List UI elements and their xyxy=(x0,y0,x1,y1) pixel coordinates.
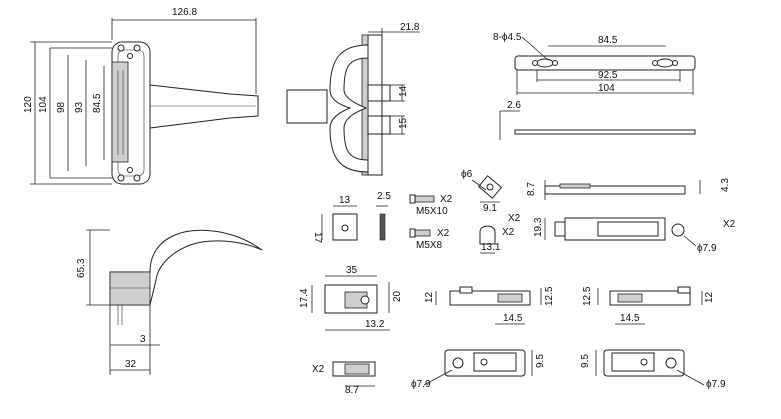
rod-qty: X2 xyxy=(723,219,736,230)
slot-right-9-5: 9.5 xyxy=(580,354,591,368)
strike-left-12-5: 12.5 xyxy=(544,286,555,306)
screw2-qty: X2 xyxy=(437,228,450,239)
handle-bottom-view: 65.3 3 32 xyxy=(76,229,263,375)
roller-view: ϕ6 9.1 X2 13.1 X2 xyxy=(461,169,521,254)
dim-17-4: 17.4 xyxy=(299,288,310,308)
slot-plate-left-view: ϕ7.9 9.5 xyxy=(411,349,546,390)
strike-left-view: 12 12.5 14.5 xyxy=(424,286,555,325)
cap-qty: X2 xyxy=(502,227,515,238)
dim-17: 17 xyxy=(312,232,323,244)
dim-92-5: 92.5 xyxy=(598,70,618,81)
slot-left-9-5: 9.5 xyxy=(535,354,546,368)
dim-13-1: 13.1 xyxy=(481,242,501,253)
dim-8-7: 8.7 xyxy=(526,182,537,196)
screw1-size: M5X10 xyxy=(416,206,448,217)
clip-8-7: 8.7 xyxy=(345,385,359,396)
dim-126-8: 126.8 xyxy=(172,7,197,18)
dim-21-8: 21.8 xyxy=(400,22,420,33)
dim-104-plate: 104 xyxy=(598,83,615,94)
dim-14: 14 xyxy=(398,85,409,97)
hole-spec: 8-ϕ4.5 xyxy=(493,32,522,43)
dim-65-3: 65.3 xyxy=(76,258,87,278)
handle-lever xyxy=(149,84,259,129)
screw2-size: M5X8 xyxy=(416,240,443,251)
handle-front-view: 126.8 120 104 98 93 84.5 xyxy=(23,7,259,185)
dim-93: 93 xyxy=(74,101,85,113)
rod-phi-7-9: ϕ7.9 xyxy=(697,243,717,254)
dim-13: 13 xyxy=(339,195,351,206)
dim-15: 15 xyxy=(398,117,409,129)
dim-104: 104 xyxy=(38,96,49,113)
strike-right-12: 12 xyxy=(704,291,715,303)
side-lever-curve xyxy=(329,44,369,173)
roller-phi6: ϕ6 xyxy=(461,169,473,180)
strike-right-14-5: 14.5 xyxy=(620,313,640,324)
side-knob xyxy=(286,89,328,124)
screws-view: X2 M5X10 X2 M5X8 xyxy=(409,194,453,251)
rod-guide-hole xyxy=(671,223,685,237)
rod-guide-view: 8.7 4.3 19.3 ϕ7.9 X2 xyxy=(526,178,736,254)
bracket-side xyxy=(379,213,386,241)
slot-right-phi: ϕ7.9 xyxy=(706,379,726,390)
clip-qty: X2 xyxy=(312,364,325,375)
dim-84-5-plate: 84.5 xyxy=(598,35,618,46)
strike-right-12-5: 12.5 xyxy=(582,286,593,306)
small-bracket-view: 13 2.5 17 xyxy=(312,191,391,244)
dim-32: 32 xyxy=(125,359,137,370)
base-plate-view: 8-ϕ4.5 84.5 92.5 104 2.6 xyxy=(493,32,696,140)
dim-13-2: 13.2 xyxy=(365,319,385,330)
dim-84-5: 84.5 xyxy=(92,93,103,113)
keeper-view: 35 17.4 20 13.2 xyxy=(299,265,403,331)
strike-left-14-5: 14.5 xyxy=(503,313,523,324)
slot-plate-right-view: 9.5 ϕ7.9 xyxy=(580,349,726,390)
cap-body xyxy=(479,225,496,245)
dim-98: 98 xyxy=(56,101,67,113)
screw1-qty: X2 xyxy=(440,194,453,205)
slot-left-phi: ϕ7.9 xyxy=(411,379,431,390)
base-plate-side xyxy=(514,129,696,135)
dim-2-5: 2.5 xyxy=(377,191,391,202)
dim-20: 20 xyxy=(392,290,403,302)
side-plate xyxy=(367,34,383,176)
handle-side-view: 21.8 14 15 xyxy=(286,22,420,176)
dim-35: 35 xyxy=(346,265,358,276)
clip-view: X2 8.7 xyxy=(312,361,376,396)
roller-qty: X2 xyxy=(508,213,521,224)
base-plate-top xyxy=(514,55,696,71)
strike-right-view: 12.5 12 14.5 xyxy=(582,286,715,325)
dim-2-6: 2.6 xyxy=(507,100,521,111)
dim-120: 120 xyxy=(23,96,34,113)
strike-left-12: 12 xyxy=(424,291,435,303)
dim-19-3: 19.3 xyxy=(533,217,544,237)
dim-4-3: 4.3 xyxy=(720,178,731,192)
dim-3: 3 xyxy=(140,334,146,345)
dim-9-1: 9.1 xyxy=(483,203,497,214)
